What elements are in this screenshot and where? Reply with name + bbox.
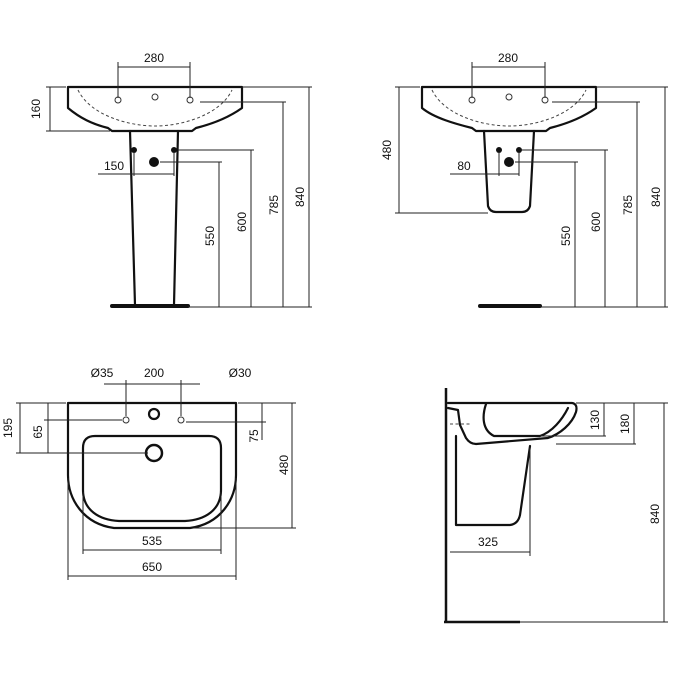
basin-outline	[66, 85, 244, 133]
pedestal-column	[128, 129, 180, 307]
dimension-label: 325	[478, 535, 498, 549]
pedestal-front-view: 280 160 150 550 600 785 840	[29, 51, 312, 308]
semi-pedestal-profile	[454, 434, 532, 527]
dimension-label: 650	[142, 560, 162, 574]
dimension-label: 480	[277, 455, 291, 475]
dimension-label: 535	[142, 534, 162, 548]
bowl-inner-profile	[482, 402, 570, 438]
dimension-label: 480	[380, 140, 394, 160]
dimension-label: 65	[31, 425, 45, 439]
bowl-outline	[81, 434, 223, 523]
dimension-label: 180	[618, 414, 632, 434]
waste-outlet	[149, 157, 159, 167]
tap-hole	[151, 93, 159, 101]
dimension-label: 550	[203, 226, 217, 246]
dimension-label: 785	[267, 195, 281, 215]
dimension-label: 160	[29, 99, 43, 119]
dimension-label: 550	[559, 226, 573, 246]
basin-outline	[420, 85, 598, 133]
dimension-label: 785	[621, 195, 635, 215]
dimension-label: 150	[104, 159, 124, 173]
tap-hole	[177, 416, 185, 424]
tap-hole	[147, 407, 161, 421]
supply-point	[496, 147, 502, 153]
dimension-label: 840	[649, 187, 663, 207]
dimension-label: 280	[498, 51, 518, 65]
dimension-label: 130	[588, 410, 602, 430]
semi-pedestal-front-view: 280 480 80 550 600 785 840	[380, 51, 668, 308]
tap-hole	[505, 93, 513, 101]
dimension-label: 600	[235, 212, 249, 232]
basin-outline	[66, 401, 238, 530]
basin-bowl-dashed-contour	[77, 89, 233, 127]
basin-profile	[446, 401, 578, 446]
dimension-label: 195	[1, 418, 15, 438]
dimension-label: Ø30	[229, 366, 252, 380]
supply-point	[131, 147, 137, 153]
dimension-label: 840	[648, 504, 662, 524]
dimension-label: 840	[293, 187, 307, 207]
tap-hole	[122, 416, 130, 424]
supply-point	[171, 147, 177, 153]
side-view: 130 180 840 325	[444, 388, 668, 624]
dimension-label: 75	[247, 429, 261, 443]
dimension-label: 200	[144, 366, 164, 380]
dimension-label: 280	[144, 51, 164, 65]
basin-bowl-dashed-contour	[431, 89, 587, 127]
supply-point	[516, 147, 522, 153]
dimension-label: 600	[589, 212, 603, 232]
plan-view: Ø35 200 Ø30 195 65 75 480 535 650	[1, 366, 296, 580]
dimension-label: Ø35	[91, 366, 114, 380]
waste-outlet	[504, 157, 514, 167]
dimension-label: 80	[457, 159, 471, 173]
overflow-outlet	[144, 443, 164, 463]
semi-pedestal	[482, 129, 536, 214]
